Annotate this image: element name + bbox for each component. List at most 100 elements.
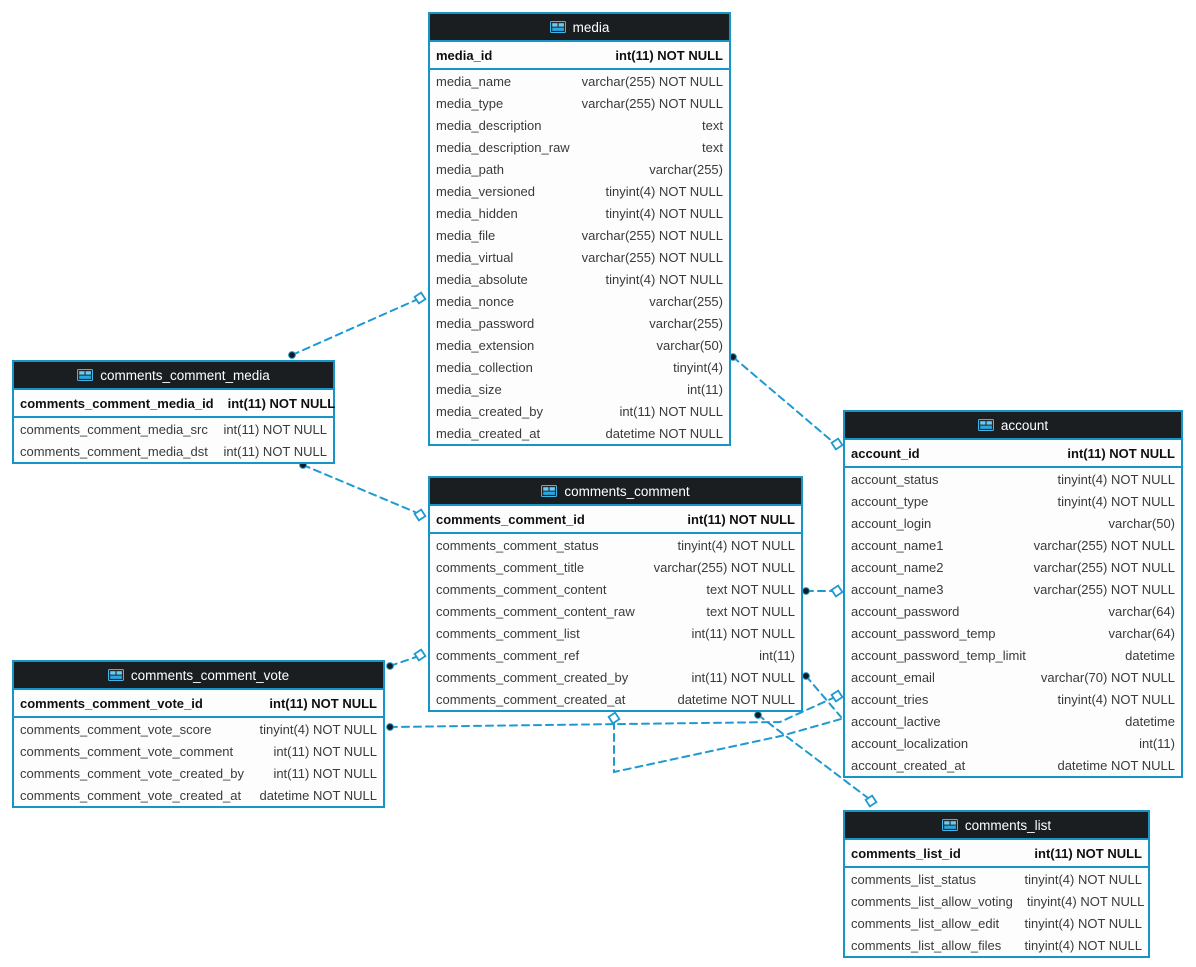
relation-line[interactable]	[613, 718, 842, 774]
column-name: comments_comment_created_at	[436, 691, 626, 707]
relation-comments_comment_vote-comments_comment[interactable]	[386, 648, 427, 670]
table-header-media[interactable]: media	[430, 14, 729, 42]
relation-line[interactable]	[302, 464, 416, 513]
relation-endpoint-circle-icon	[802, 672, 810, 680]
table-header-account[interactable]: account	[845, 412, 1181, 440]
column-name: media_password	[436, 315, 535, 331]
relation-comments_comment_vote-account[interactable]	[386, 689, 844, 731]
column-name: comments_comment_vote_created_at	[20, 787, 242, 803]
relation-line[interactable]	[291, 299, 417, 356]
relation-media-account[interactable]	[729, 353, 844, 451]
column-type: varchar(255) NOT NULL	[581, 249, 723, 265]
table-header-comments_comment[interactable]: comments_comment	[430, 478, 801, 506]
relation-line[interactable]	[732, 356, 834, 443]
column-type: tinyint(4) NOT NULL	[1026, 893, 1145, 909]
table-title: comments_comment	[564, 483, 690, 499]
relation-comments_comment-self-ref-elbow[interactable]	[607, 711, 842, 774]
column-type: text NOT NULL	[706, 581, 795, 597]
relation-comments_comment_media-comments_comment[interactable]	[299, 461, 427, 522]
relation-line[interactable]	[757, 714, 869, 799]
relation-comments_comment-account-1[interactable]	[802, 584, 844, 598]
table-header-comments_comment_vote[interactable]: comments_comment_vote	[14, 662, 383, 690]
column-name: media_type	[436, 95, 504, 111]
relation-endpoint-circle-icon	[288, 351, 296, 359]
column-name: account_password_temp	[851, 625, 996, 641]
table-header-comments_comment_media[interactable]: comments_comment_media	[14, 362, 333, 390]
relation-comments_comment-comments_list[interactable]	[754, 711, 878, 808]
table-header-comments_list[interactable]: comments_list	[845, 812, 1148, 840]
relation-line[interactable]	[805, 675, 842, 718]
relation-endpoint-diamond-icon	[607, 711, 621, 725]
relation-line[interactable]	[389, 697, 834, 728]
relation-endpoint-diamond-icon	[413, 291, 427, 305]
column-type: datetime	[1125, 713, 1175, 729]
relation-comments_comment_media-media[interactable]	[288, 291, 427, 359]
column-name: comments_list_allow_files	[851, 937, 1002, 953]
column-name: comments_comment_list	[436, 625, 580, 641]
relation-line[interactable]	[389, 656, 417, 667]
